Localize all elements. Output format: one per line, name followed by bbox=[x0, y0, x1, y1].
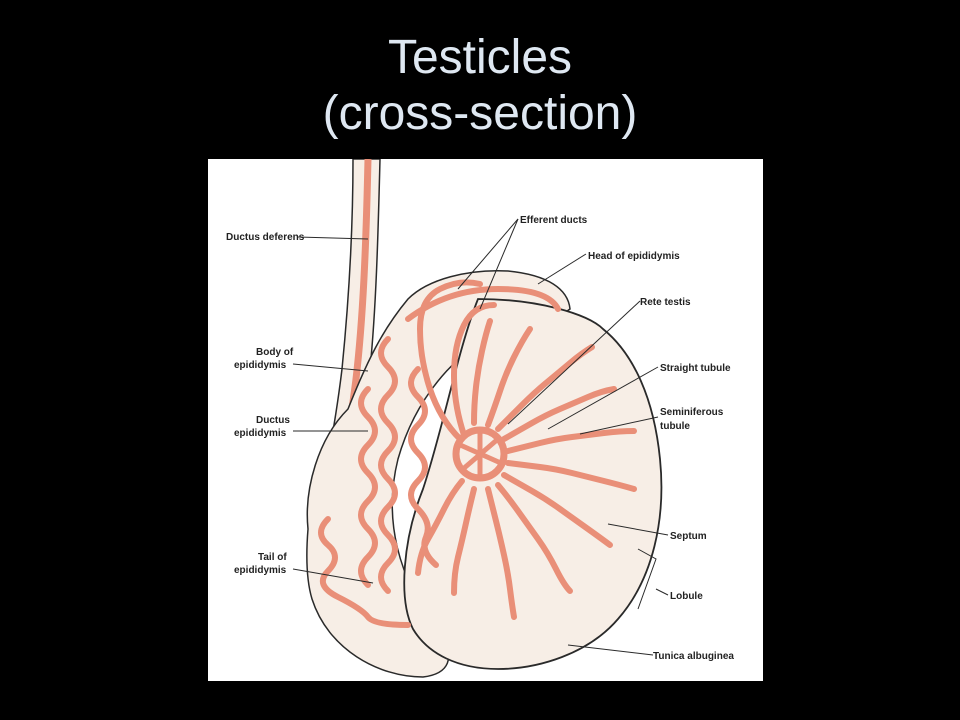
label-straight-tubule: Straight tubule bbox=[660, 363, 731, 374]
label-tail-of-epididymis-2: epididymis bbox=[234, 565, 287, 576]
label-body-of-epididymis-1: Body of bbox=[256, 347, 294, 358]
ductus-epididymis-coils bbox=[318, 336, 439, 628]
label-tunica-albuginea: Tunica albuginea bbox=[653, 651, 734, 662]
label-septum: Septum bbox=[670, 531, 707, 542]
seminiferous-tubules bbox=[415, 318, 637, 620]
label-ductus-epididymis-2: epididymis bbox=[234, 428, 287, 439]
leader-lines bbox=[292, 218, 669, 656]
label-rete-testis: Rete testis bbox=[640, 297, 691, 308]
slide-title-line-2: (cross-section) bbox=[322, 87, 638, 140]
label-tail-of-epididymis-1: Tail of bbox=[258, 552, 287, 563]
testis-diagram-panel: Ductus deferens Body of epididymis Ductu… bbox=[208, 159, 763, 681]
efferent-ducts bbox=[405, 279, 561, 442]
label-ductus-deferens: Ductus deferens bbox=[226, 232, 305, 243]
label-body-of-epididymis-2: epididymis bbox=[234, 360, 287, 371]
label-seminiferous-tubule-2: tubule bbox=[660, 421, 690, 432]
label-seminiferous-tubule-1: Seminiferous bbox=[660, 407, 724, 418]
slide-title: Testicles (cross-section) bbox=[0, 30, 960, 142]
label-ductus-epididymis-1: Ductus bbox=[256, 415, 290, 426]
label-lobule: Lobule bbox=[670, 591, 703, 602]
testis-diagram: Ductus deferens Body of epididymis Ductu… bbox=[226, 159, 734, 678]
rete-testis-network bbox=[456, 429, 505, 479]
label-efferent-ducts: Efferent ducts bbox=[520, 215, 588, 226]
label-head-of-epididymis: Head of epididymis bbox=[588, 251, 680, 262]
slide-title-line-1: Testicles bbox=[387, 31, 573, 84]
